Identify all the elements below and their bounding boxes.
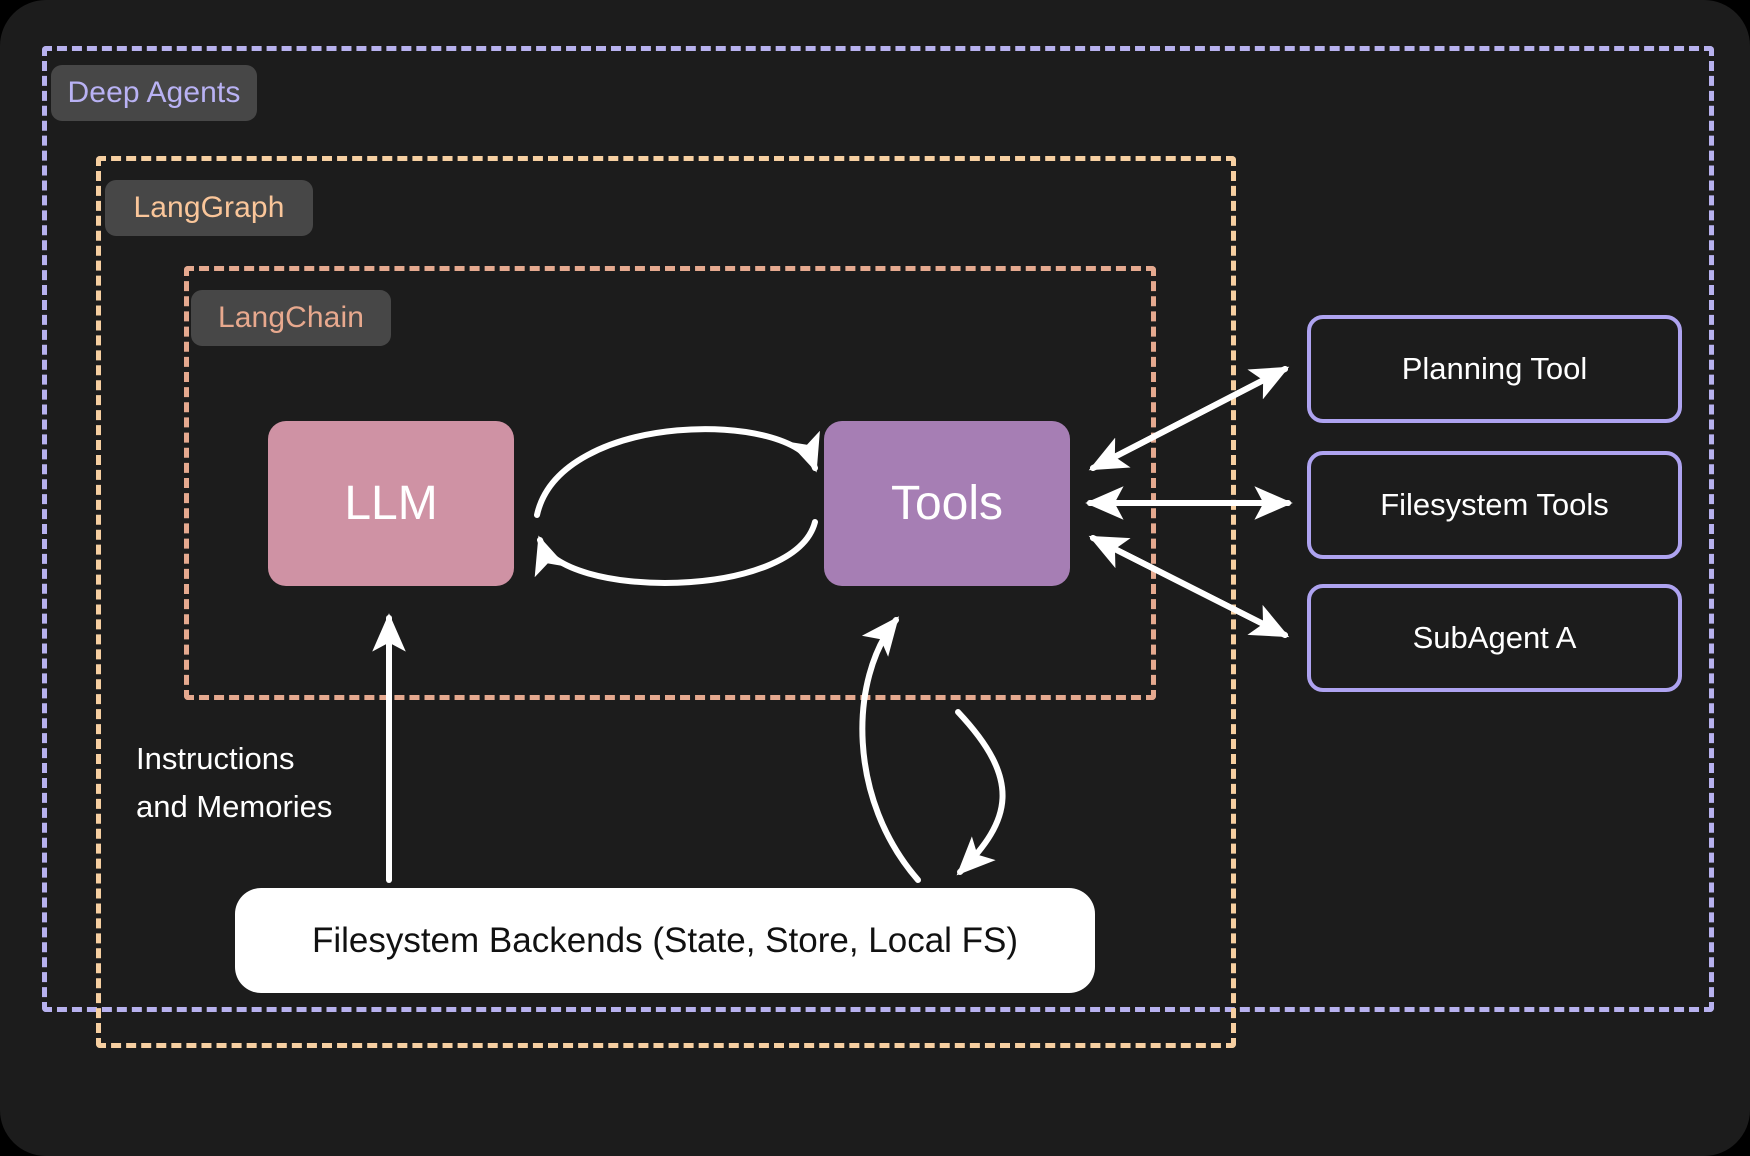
container-label-deep-agents: Deep Agents — [51, 65, 257, 121]
node-filesystem-tools: Filesystem Tools — [1307, 451, 1682, 559]
node-filesystem-backends: Filesystem Backends (State, Store, Local… — [235, 888, 1095, 993]
container-deep-agents — [42, 46, 1714, 1012]
node-subagent-a: SubAgent A — [1307, 584, 1682, 692]
node-llm: LLM — [268, 421, 514, 586]
container-langchain — [184, 266, 1156, 700]
container-label-langchain: LangChain — [191, 290, 391, 346]
container-label-langgraph: LangGraph — [105, 180, 313, 236]
node-tools: Tools — [824, 421, 1070, 586]
node-planning-tool: Planning Tool — [1307, 315, 1682, 423]
edge-label-instructions-and-memories: Instructions and Memories — [136, 741, 333, 825]
